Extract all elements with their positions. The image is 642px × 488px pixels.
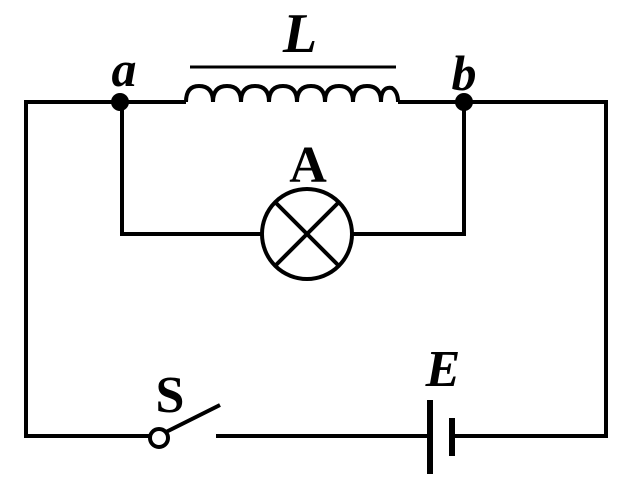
switch-lever xyxy=(165,403,221,434)
lamp-branch xyxy=(120,102,466,236)
switch-pivot xyxy=(148,427,170,449)
label-battery: E xyxy=(425,341,461,398)
battery xyxy=(427,400,455,474)
inductor-coil xyxy=(184,83,400,103)
lamp xyxy=(260,187,354,281)
node-b-dot xyxy=(455,93,473,111)
lamp-cross-2 xyxy=(273,200,341,268)
switch xyxy=(148,403,221,449)
label-switch: S xyxy=(156,367,185,424)
label-inductor: L xyxy=(282,3,317,65)
node-a-dot xyxy=(111,93,129,111)
label-lamp: A xyxy=(289,137,327,194)
outer-wires xyxy=(24,100,608,438)
inductor xyxy=(184,65,400,103)
lamp-circle xyxy=(260,187,354,281)
label-node-a: a xyxy=(112,41,137,97)
label-node-b: b xyxy=(452,45,477,101)
